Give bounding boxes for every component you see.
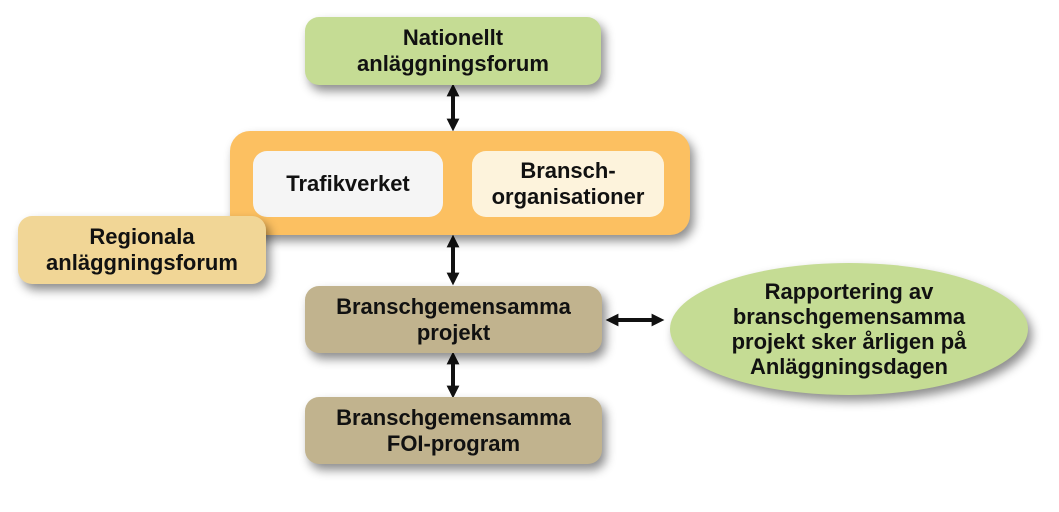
rapportering-ellipse: Rapportering av branschgemensamma projek…	[670, 263, 1028, 395]
branschgemensamma-foi-program-box: Branschgemensamma FOI-program	[305, 397, 602, 464]
projekt-line-2: projekt	[416, 319, 491, 345]
trafikverket-label: Trafikverket	[286, 171, 410, 196]
nationellt-anlaggningsforum-box: Nationellt anläggningsforum	[305, 17, 601, 85]
trafikverket-box: Trafikverket	[253, 151, 443, 217]
rapportering-line-3: projekt sker årligen på	[731, 329, 967, 354]
nationellt-line-2: anläggningsforum	[357, 51, 549, 76]
branschorganisationer-line-2: organisationer	[491, 184, 645, 209]
regionala-line-2: anläggningsforum	[46, 250, 238, 275]
regionala-line-1: Regionala	[89, 224, 195, 249]
branschorganisationer-line-1: Bransch-	[520, 158, 616, 183]
rapportering-line-2: branschgemensamma	[732, 304, 966, 329]
rapportering-line-1: Rapportering av	[764, 279, 934, 304]
nationellt-line-1: Nationellt	[402, 25, 504, 50]
projekt-line-1: Branschgemensamma	[336, 293, 571, 319]
regionala-anlaggningsforum-box: Regionala anläggningsforum	[18, 216, 266, 284]
foi-line-2: FOI-program	[386, 430, 521, 456]
rapportering-line-4: Anläggningsdagen	[749, 354, 948, 379]
foi-line-1: Branschgemensamma	[336, 404, 571, 430]
branschorganisationer-box: Bransch- organisationer	[472, 151, 664, 217]
branschgemensamma-projekt-box: Branschgemensamma projekt	[305, 286, 602, 353]
